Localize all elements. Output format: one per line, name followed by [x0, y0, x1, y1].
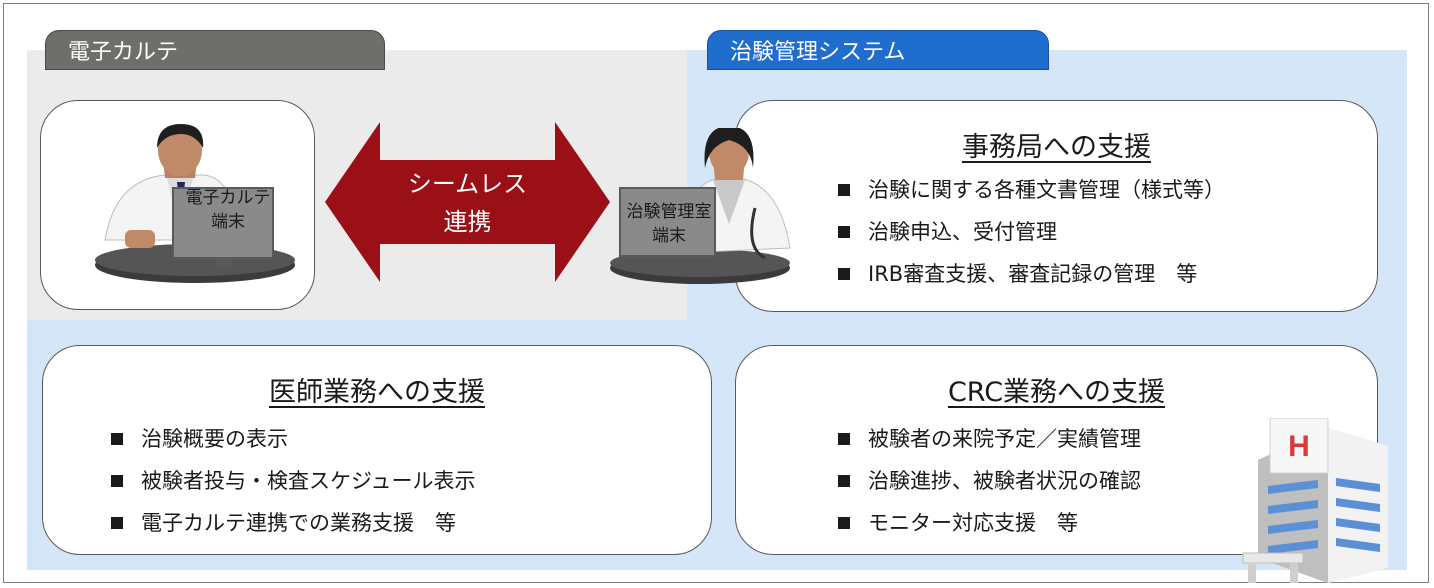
seamless-link-label: シームレス 連携 [395, 165, 540, 241]
list-item: モニター対応支援 等 [838, 502, 1141, 544]
system-tab-label: 治験管理システム [730, 40, 906, 65]
office-support-title: 事務局への支援 [962, 132, 1151, 163]
seamless-link-line2: 連携 [443, 208, 492, 236]
ehr-terminal-label: 電子カルテ 端末 [168, 186, 288, 234]
office-support-card: 事務局への支援 治験に関する各種文書管理（様式等） 治験申込、受付管理 IRB審… [735, 100, 1378, 312]
system-terminal-line1: 治験管理室 [626, 202, 712, 222]
list-item: 治験申込、受付管理 [838, 211, 1225, 253]
ehr-tab: 電子カルテ [45, 30, 385, 70]
list-item: 被験者投与・検査スケジュール表示 [111, 460, 476, 502]
system-terminal-label: 治験管理室 端末 [614, 200, 724, 248]
bullet-square [838, 475, 850, 487]
svg-text:H: H [1288, 430, 1310, 463]
male-doctor-icon [95, 124, 295, 283]
seamless-link-line1: シームレス [407, 170, 528, 198]
bullet-square [838, 226, 850, 238]
ehr-terminal-line1: 電子カルテ [185, 188, 271, 208]
bullet-square [111, 433, 123, 445]
list-item: 被験者の来院予定／実績管理 [838, 418, 1141, 460]
bullet-square [111, 475, 123, 487]
bullet-square [838, 517, 850, 529]
diagram-frame [3, 3, 1429, 583]
system-terminal-line2: 端末 [652, 226, 686, 246]
list-item: 治験概要の表示 [111, 418, 476, 460]
ehr-terminal-line2: 端末 [211, 212, 245, 232]
bullet-square [838, 268, 850, 280]
bullet-square [838, 184, 850, 196]
list-item: 電子カルテ連携での業務支援 等 [111, 502, 476, 544]
doctor-support-list: 治験概要の表示 被験者投与・検査スケジュール表示 電子カルテ連携での業務支援 等 [111, 418, 476, 544]
list-item: IRB審査支援、審査記録の管理 等 [838, 253, 1225, 295]
bullet-square [838, 433, 850, 445]
system-tab: 治験管理システム [707, 30, 1049, 70]
female-doctor-icon [610, 128, 791, 284]
doctor-support-title: 医師業務への支援 [269, 377, 485, 408]
office-support-list: 治験に関する各種文書管理（様式等） 治験申込、受付管理 IRB審査支援、審査記録… [838, 169, 1225, 295]
ehr-tab-label: 電子カルテ [68, 40, 179, 65]
doctor-support-card: 医師業務への支援 治験概要の表示 被験者投与・検査スケジュール表示 電子カルテ連… [42, 345, 712, 555]
hospital-building-icon: H [1242, 418, 1388, 583]
list-item: 治験進捗、被験者状況の確認 [838, 460, 1141, 502]
crc-support-list: 被験者の来院予定／実績管理 治験進捗、被験者状況の確認 モニター対応支援 等 [838, 418, 1141, 544]
bullet-square [111, 517, 123, 529]
list-item: 治験に関する各種文書管理（様式等） [838, 169, 1225, 211]
crc-support-title: CRC業務への支援 [947, 377, 1166, 408]
